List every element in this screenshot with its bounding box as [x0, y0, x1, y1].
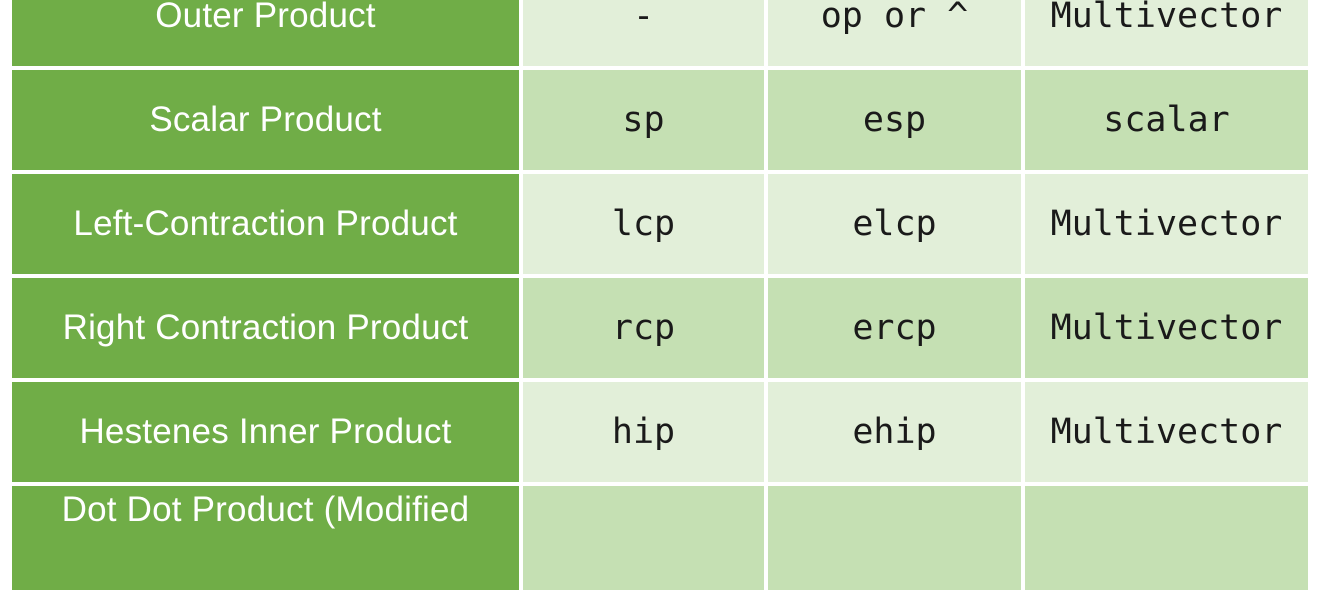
table-row-outer-product: Outer Product - op or ^ Multivector — [8, 0, 1312, 70]
function-cell — [519, 482, 768, 594]
return-type-cell: Multivector — [1021, 274, 1312, 382]
euclidean-function-cell: ehip — [764, 378, 1025, 486]
euclidean-function-cell — [764, 482, 1025, 594]
return-type-cell: scalar — [1021, 66, 1312, 174]
return-type-cell — [1021, 482, 1312, 594]
product-name-cell: Hestenes Inner Product — [8, 378, 523, 486]
product-name-cell: Dot Dot Product (Modified — [8, 482, 523, 594]
euclidean-function-cell: op or ^ — [764, 0, 1025, 70]
table-row-hestenes-inner: Hestenes Inner Product hip ehip Multivec… — [8, 378, 1312, 486]
product-name-cell: Left-Contraction Product — [8, 170, 523, 278]
return-type-cell: Multivector — [1021, 0, 1312, 70]
return-type-cell: Multivector — [1021, 170, 1312, 278]
function-cell: sp — [519, 66, 768, 174]
euclidean-function-cell: esp — [764, 66, 1025, 174]
table-row-dot-dot-product: Dot Dot Product (Modified — [8, 482, 1312, 594]
euclidean-function-cell: elcp — [764, 170, 1025, 278]
euclidean-function-cell: ercp — [764, 274, 1025, 382]
product-name-cell: Outer Product — [8, 0, 523, 70]
product-name-cell: Right Contraction Product — [8, 274, 523, 382]
return-type-cell: Multivector — [1021, 378, 1312, 486]
product-name-cell: Scalar Product — [8, 66, 523, 174]
table-row-scalar-product: Scalar Product sp esp scalar — [8, 66, 1312, 174]
products-table-container: Outer Product - op or ^ Multivector Scal… — [8, 0, 1312, 594]
function-cell: rcp — [519, 274, 768, 382]
function-cell: lcp — [519, 170, 768, 278]
table-row-left-contraction: Left-Contraction Product lcp elcp Multiv… — [8, 170, 1312, 278]
table-row-right-contraction: Right Contraction Product rcp ercp Multi… — [8, 274, 1312, 382]
function-cell: - — [519, 0, 768, 70]
function-cell: hip — [519, 378, 768, 486]
products-table: Outer Product - op or ^ Multivector Scal… — [8, 0, 1312, 594]
